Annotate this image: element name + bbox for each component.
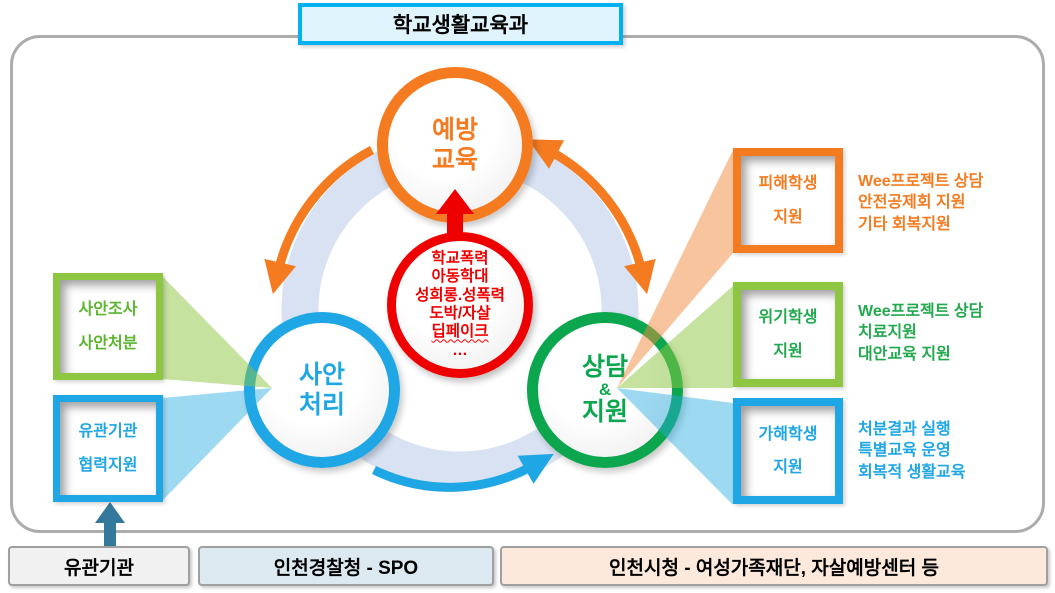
desc-line: 기타 회복지원: [858, 215, 951, 233]
desc-line: Wee프로젝트 상담: [858, 303, 984, 320]
issue-item-ellipsis: …: [452, 341, 468, 359]
case-investigation-box: 사안조사 사안처분: [53, 273, 163, 380]
offender-support-desc: 처분결과 실행 특별교육 운영 회복적 생활교육: [858, 419, 1055, 483]
offender-student-box: 가해학생 지원: [733, 398, 843, 504]
circle-label: 교육: [431, 146, 478, 174]
box-label: 지원: [773, 208, 803, 226]
issue-item: 도박/자살: [429, 305, 491, 322]
desc-line: 치료지원: [858, 324, 917, 342]
box-label: 가해학생: [758, 425, 818, 443]
box-label: 위기학생: [758, 309, 818, 327]
desc-line: 대안교육 지원: [858, 345, 951, 363]
page-title: 학교생활교육과: [298, 3, 623, 45]
desc-line: 회복적 생활교육: [858, 463, 966, 481]
circle-label: 지원: [581, 397, 628, 426]
circle-label: 상담: [581, 352, 628, 381]
circle-label: &: [598, 380, 612, 400]
box-label: 지원: [773, 342, 803, 360]
prevention-education-circle: 예방 교육: [377, 67, 533, 223]
issue-item: 딥페이크: [431, 323, 489, 341]
related-agency-box: 유관기관 협력지원: [53, 395, 163, 502]
footer-related-agency: 유관기관: [8, 546, 190, 586]
victim-support-desc: Wee프로젝트 상담 안전공제회 지원 기타 회복지원: [858, 171, 1055, 235]
issue-item: 아동학대: [431, 268, 489, 286]
crisis-support-desc: Wee프로젝트 상담 치료지원 대안교육 지원: [858, 301, 1055, 365]
circle-label: 사안: [298, 360, 345, 389]
case-handling-circle: 사안 처리: [244, 312, 400, 468]
crisis-student-box: 위기학생 지원: [733, 282, 843, 387]
box-label: 협력지원: [78, 456, 138, 474]
footer-incheon-city: 인천시청 - 여성가족재단, 자살예방센터 등: [500, 546, 1048, 586]
desc-line: Wee프로젝트 상담: [858, 173, 984, 190]
core-issues-circle: 학교폭력 아동학대 성희롱.성폭력 도박/자살 딥페이크 …: [387, 232, 533, 378]
victim-student-box: 피해학생 지원: [733, 148, 843, 253]
issue-item: 학교폭력: [431, 250, 489, 268]
desc-line: 특별교육 운영: [858, 442, 951, 460]
box-label: 사안처분: [78, 334, 138, 352]
circle-label: 예방: [431, 115, 478, 144]
issue-item: 성희롱.성폭력: [415, 286, 505, 304]
desc-line: 처분결과 실행: [858, 421, 951, 438]
box-label: 유관기관: [78, 423, 138, 441]
box-label: 지원: [773, 459, 803, 476]
counseling-support-circle: 상담 & 지원: [527, 312, 683, 468]
box-label: 피해학생: [758, 175, 818, 193]
desc-line: 안전공제회 지원: [858, 194, 966, 212]
footer-incheon-police: 인천경찰청 - SPO: [198, 546, 494, 586]
box-label: 사안조사: [78, 301, 138, 319]
circle-label: 처리: [298, 391, 345, 419]
